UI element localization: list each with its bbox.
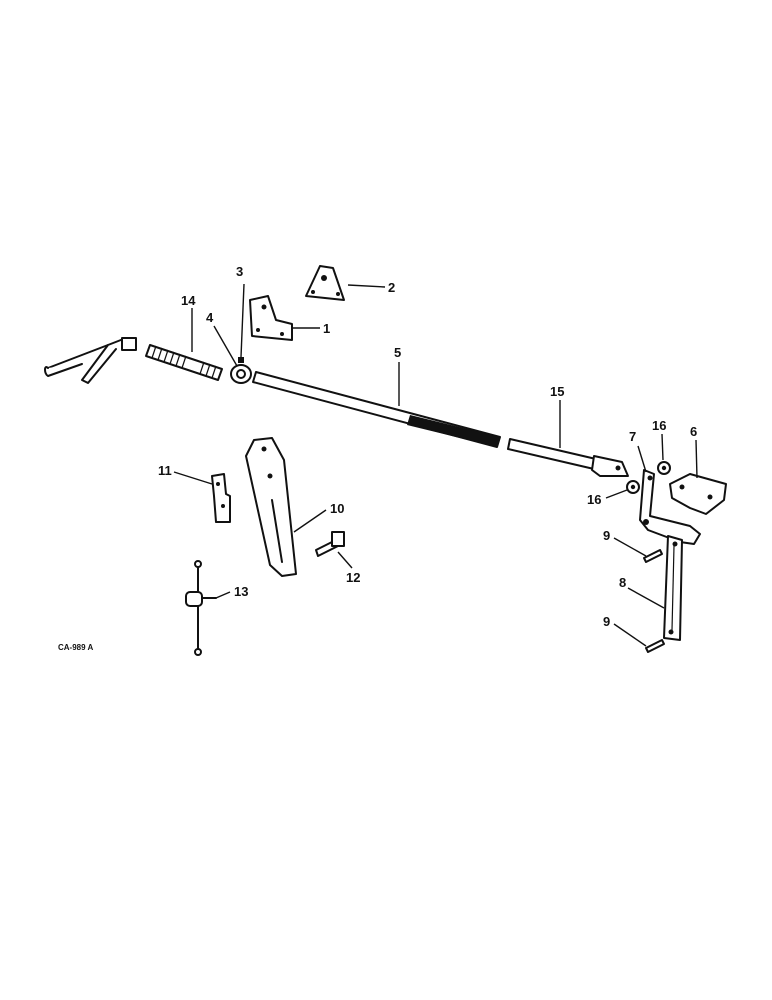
part-8-link: [663, 535, 683, 641]
part-13-t-handle: [185, 560, 217, 656]
leader-10: [293, 509, 327, 533]
callout-13: 13: [234, 584, 248, 599]
part-7-lever-arm: [639, 469, 701, 545]
figure-code: CA-989 A: [58, 643, 93, 652]
leader-lines: [173, 283, 698, 647]
callout-8: 8: [619, 575, 626, 590]
part-5-threaded-rod: [252, 371, 501, 448]
callout-2: 2: [388, 280, 395, 295]
part-4-collar: [230, 364, 252, 384]
callout-15: 15: [550, 384, 564, 399]
part-9-pin-upper: [643, 549, 663, 563]
part-3-set-screw: [238, 357, 244, 363]
leader-2: [347, 284, 386, 288]
leader-11: [173, 471, 213, 485]
part-16-washer-lower: [626, 480, 640, 494]
part-2-plate: [305, 265, 345, 301]
callout-5: 5: [394, 345, 401, 360]
callout-labels: 3 4 14 2 1 5 15 7 16 6 16 9 8 9 11 10 12…: [158, 264, 697, 629]
part-6-mounting-block: [669, 473, 727, 515]
callout-1: 1: [323, 321, 330, 336]
leader-6: [695, 439, 698, 479]
callout-14: 14: [181, 293, 196, 308]
leader-16-lower: [605, 489, 628, 499]
part-14-crank-handle: [44, 337, 223, 384]
callout-16-lower: 16: [587, 492, 601, 507]
part-12-bolt: [315, 531, 345, 557]
part-16-washer-upper: [657, 461, 671, 475]
callout-11: 11: [158, 463, 172, 478]
part-11-small-plate: [211, 473, 231, 523]
leader-3: [240, 283, 245, 358]
callout-9-lower: 9: [603, 614, 610, 629]
part-10-slotted-plate: [245, 437, 297, 577]
callout-12: 12: [346, 570, 360, 585]
leader-9-upper: [613, 537, 647, 557]
leader-16-upper: [661, 433, 664, 461]
callout-3: 3: [236, 264, 243, 279]
callout-9-upper: 9: [603, 528, 610, 543]
part-9-pin-lower: [645, 639, 665, 653]
part-15-clevis-rod: [507, 438, 629, 477]
callout-7: 7: [629, 429, 636, 444]
leader-12: [337, 551, 353, 569]
leader-7: [637, 445, 647, 473]
callout-4: 4: [206, 310, 214, 325]
callout-10: 10: [330, 501, 344, 516]
part-1-bracket: [249, 295, 293, 341]
leader-8: [627, 587, 665, 609]
leader-13: [215, 591, 231, 599]
leader-9-lower: [613, 623, 647, 647]
callout-6: 6: [690, 424, 697, 439]
leader-4: [213, 325, 238, 367]
callout-16-upper: 16: [652, 418, 666, 433]
